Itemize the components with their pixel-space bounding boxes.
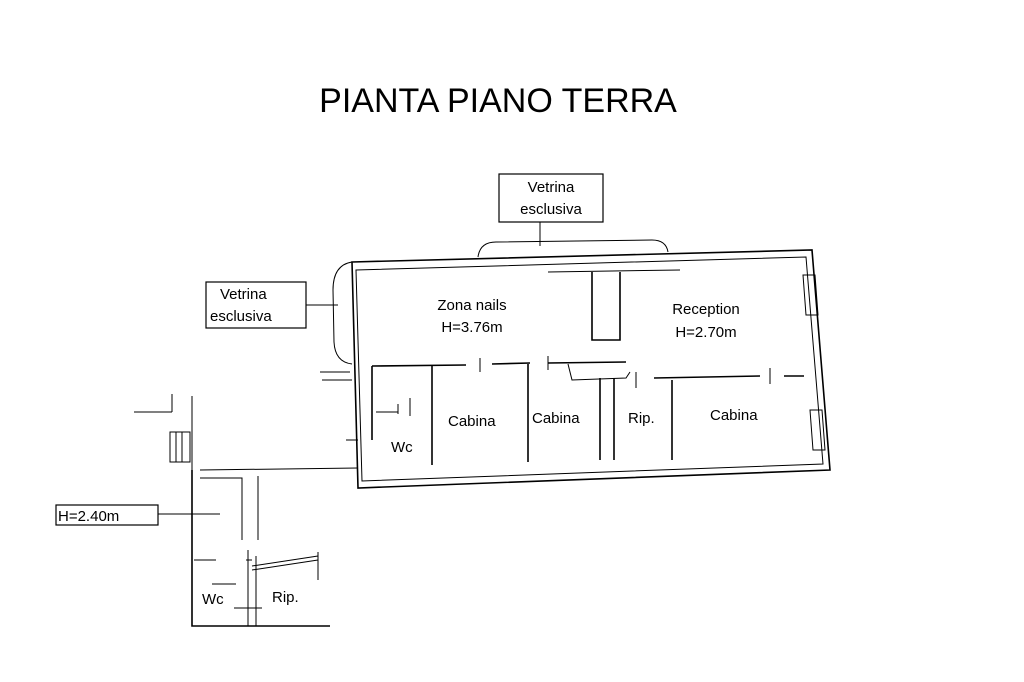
callout-vetrina-top: Vetrina esclusiva xyxy=(498,173,604,246)
central-pillar xyxy=(591,272,621,341)
room-wc-main: Wc xyxy=(391,439,413,456)
plan-title: PIANTA PIANO TERRA xyxy=(319,82,677,120)
callout-height-left: H=2.40m xyxy=(55,504,220,526)
room-rip-main: Rip. xyxy=(628,410,655,427)
callout-vetrina-left-line1: Vetrina xyxy=(220,286,267,303)
callout-vetrina-left-line2: esclusiva xyxy=(210,308,272,325)
callout-vetrina-left: Vetrina esclusiva xyxy=(205,281,338,329)
room-rip-lower: Rip. xyxy=(272,589,299,606)
callout-vetrina-top-line2: esclusiva xyxy=(520,201,582,218)
main-unit-walls xyxy=(351,249,831,489)
room-reception-name: Reception xyxy=(672,301,740,318)
room-wc-lower: Wc xyxy=(202,591,224,608)
room-zona-nails-name: Zona nails xyxy=(437,297,506,314)
shopfront-top xyxy=(477,239,669,258)
room-cabina-2: Cabina xyxy=(532,410,580,427)
callout-height-left-text: H=2.40m xyxy=(58,508,119,525)
room-cabina-1: Cabina xyxy=(448,413,496,430)
room-zona-nails-height: H=3.76m xyxy=(441,319,502,336)
callout-vetrina-top-line1: Vetrina xyxy=(528,179,575,196)
shopfront-left xyxy=(332,261,353,365)
annex-walls xyxy=(134,394,359,627)
pillar-top xyxy=(547,269,681,273)
room-cabina-3: Cabina xyxy=(710,407,758,424)
room-reception-height: H=2.70m xyxy=(675,324,736,341)
internal-partitions xyxy=(320,356,804,465)
